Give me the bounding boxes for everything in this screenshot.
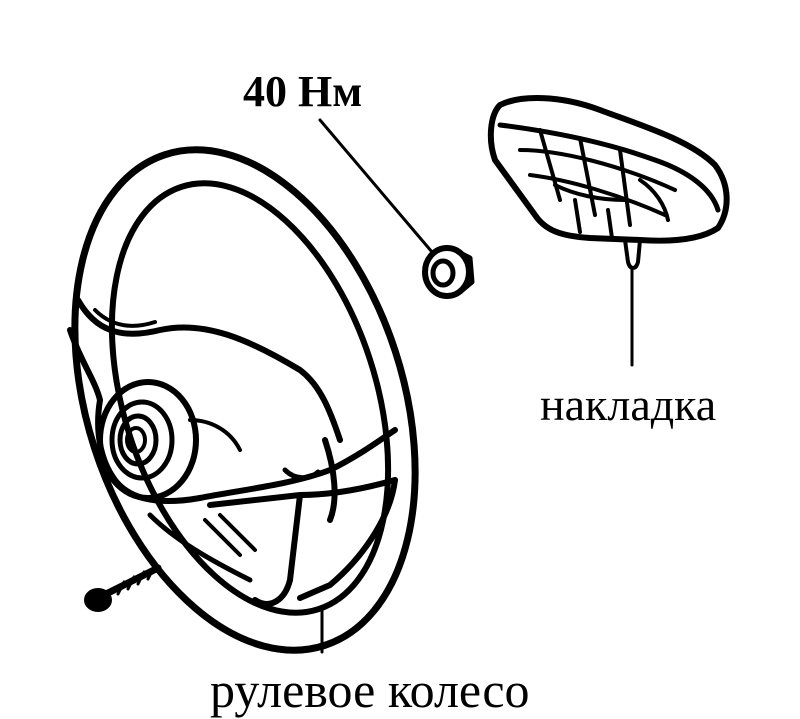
torque-label: 40 Нм [243,67,363,116]
steering-wheel-rim [71,146,419,654]
bolt [84,564,162,612]
horn-pad-cover [487,95,730,270]
steering-wheel-label: рулевое колесо [210,662,530,718]
hub-center [97,379,242,501]
torque-leader-line [318,118,434,254]
steering-wheel-hub [67,297,398,607]
nut [422,245,475,299]
cover-label: накладка [540,379,717,430]
